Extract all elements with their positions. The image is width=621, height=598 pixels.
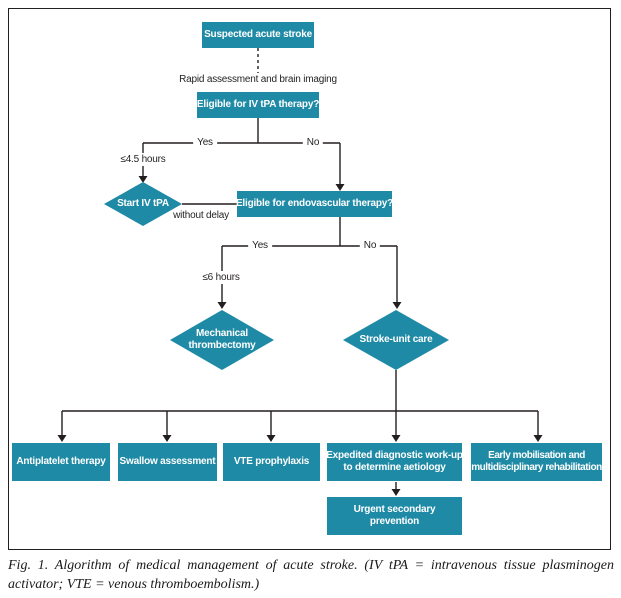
node-vte-prophylaxis: VTE prophylaxis [223,443,320,481]
node-label: Eligible for endovascular therapy? [235,198,394,209]
edge-label-4-5-hours: ≤4.5 hours [116,153,170,166]
node-label-line-1: Urgent secondary [353,504,436,515]
node-label-line-1: Early mobilisation and [488,450,585,461]
node-label: VTE prophylaxis [233,456,310,467]
node-label-line-2: thrombectomy [188,340,256,351]
node-eligible-iv-tpa: Eligible for IV tPA therapy? [197,92,319,118]
node-label-line-1: Expedited diagnostic work-up [326,450,463,461]
caption-line-1: Fig. 1. Algorithm of medical management … [8,558,614,573]
caption-line-2: activator; VTE = venous thromboembolism.… [8,577,260,592]
node-mechanical-thrombectomy: Mechanical thrombectomy [170,310,274,370]
edge-label-rapid-assessment: Rapid assessment and brain imaging [179,74,337,85]
node-stroke-unit-care: Stroke-unit care [343,310,449,370]
node-label: Suspected acute stroke [204,29,312,40]
node-label: Urgent secondary prevention [354,504,436,528]
node-label: Expedited diagnostic work-up to determin… [326,450,463,474]
node-label-line-2: multidisciplinary rehabilitation [471,462,602,473]
node-label: Stroke-unit care [343,310,449,370]
node-label-line-1: Start IV tPA [117,198,169,209]
node-antiplatelet-therapy: Antiplatelet therapy [12,443,110,481]
edge-label-yes-1: Yes [193,136,217,149]
node-label: Antiplatelet therapy [16,456,106,467]
edge-label-6-hours: ≤6 hours [198,271,244,284]
node-suspected-acute-stroke: Suspected acute stroke [202,22,314,48]
node-label-line-1: Mechanical [196,328,248,339]
node-swallow-assessment: Swallow assessment [118,443,217,481]
node-early-mobilisation: Early mobilisation and multidisciplinary… [471,443,602,481]
node-label: Swallow assessment [119,456,216,467]
node-urgent-secondary-prevention: Urgent secondary prevention [327,497,462,535]
edge-label-without-delay: without delay [173,210,229,221]
figure-caption: Fig. 1. Algorithm of medical management … [8,556,614,594]
node-label-line-1: Stroke-unit care [359,334,433,345]
edge-label-no-2: No [359,239,381,252]
edge-label-no-1: No [302,136,324,149]
node-label-line-2: to determine aetiology [343,462,446,473]
node-label-line-2: prevention [369,516,420,527]
node-label: Mechanical thrombectomy [170,310,274,370]
node-label: Eligible for IV tPA therapy? [196,99,320,110]
node-expedited-diagnostic-workup: Expedited diagnostic work-up to determin… [326,443,463,481]
edge-label-yes-2: Yes [248,239,272,252]
node-label: Early mobilisation and multidisciplinary… [471,450,602,474]
node-eligible-endovascular: Eligible for endovascular therapy? [235,191,394,217]
